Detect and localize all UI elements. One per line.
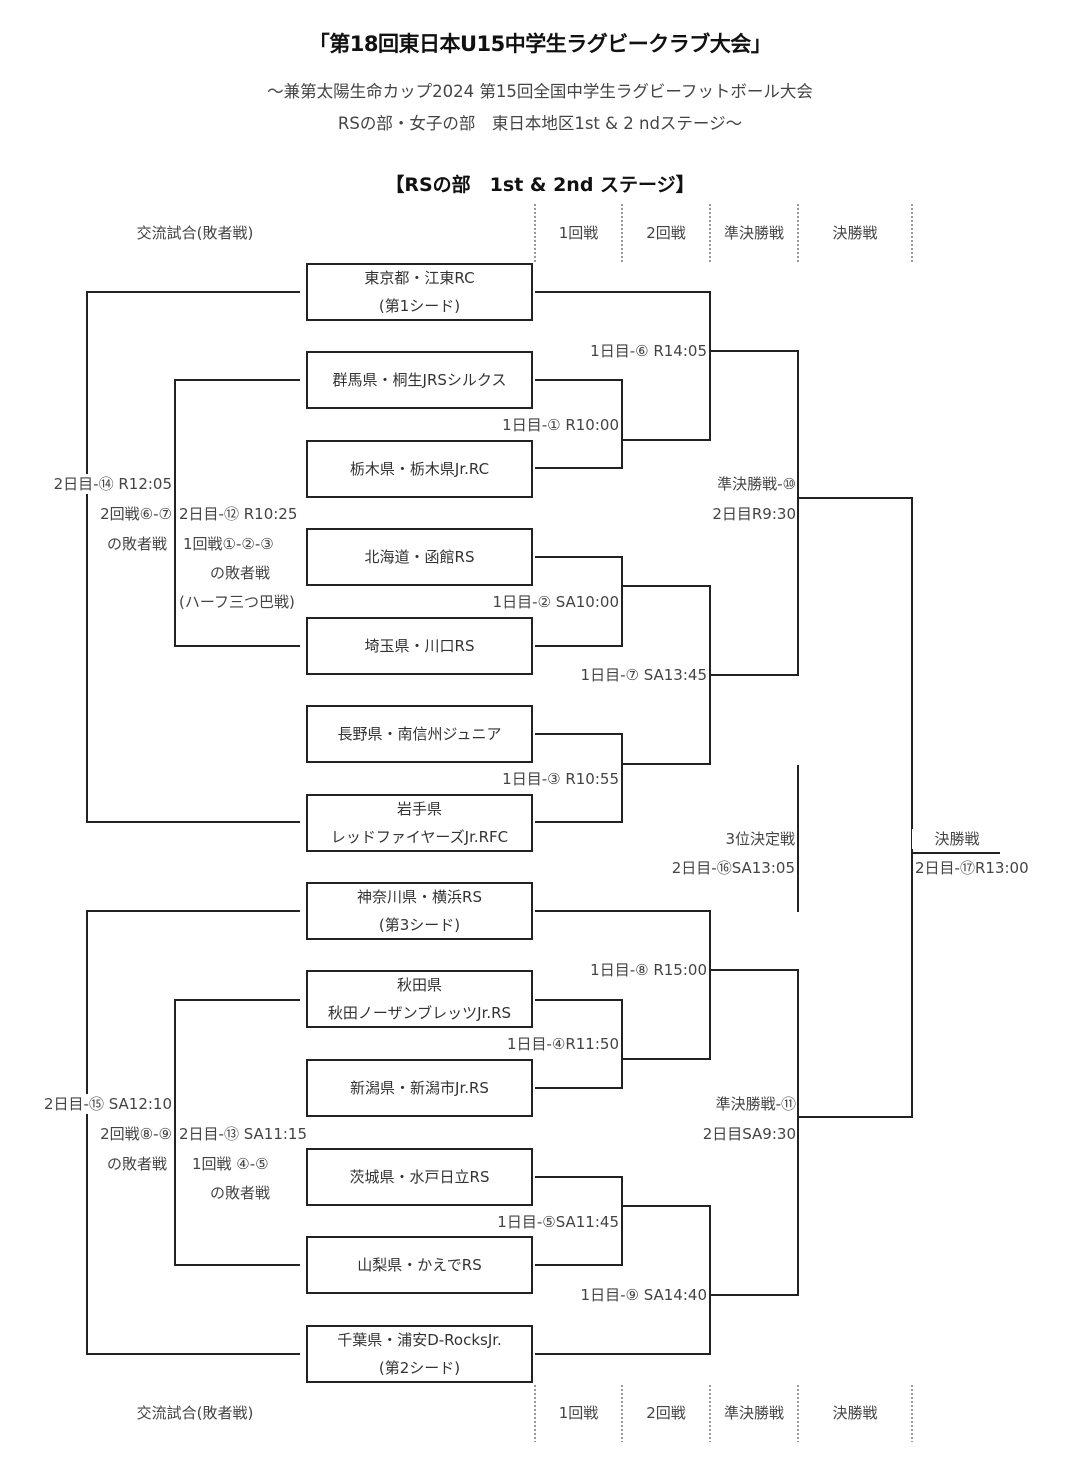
consolation-c14-desc1: 2回戦⑥-⑦ [96, 504, 172, 524]
team-name: 秋田県 [396, 976, 442, 994]
match-label-m1: 1日目-① R10:00 [502, 415, 619, 435]
section-title: 【RSの部 1st & 2nd ステージ】 [385, 174, 695, 196]
team-name: 埼玉県・川口RS [364, 637, 475, 655]
match-label-m9: 1日目-⑨ SA14:40 [580, 1285, 707, 1305]
consolation-c14-time: 2日目-⑭ R12:05 [53, 474, 172, 494]
team-box-kanagawa-yokohama: 神奈川県・横浜RS (第3シード) [306, 882, 533, 940]
team-club: レッドファイヤーズJr.RFC [330, 828, 509, 846]
team-name: 神奈川県・横浜RS [357, 888, 482, 906]
team-box-yamanashi-kaede: 山梨県・かえでRS [306, 1236, 533, 1294]
connector-m5 [535, 1176, 623, 1266]
team-box-tokyo-koto: 東京都・江東RC (第1シード) [306, 263, 533, 321]
third-place-time: 2日目-⑯SA13:05 [671, 858, 795, 878]
sf10-name: 準決勝戦-⑩ [717, 474, 796, 494]
header-round2-bottom: 2回戦 [646, 1404, 686, 1422]
consolation-c15 [86, 910, 300, 1355]
consolation-c12-time: 2日目-⑫ R10:25 [179, 504, 298, 524]
header-dividers-top [534, 204, 913, 262]
match-label-m3: 1日目-③ R10:55 [502, 769, 619, 789]
connector-final [798, 497, 913, 1118]
team-name: 長野県・南信州ジュニア [337, 725, 502, 743]
header-final-bottom: 決勝戦 [832, 1404, 878, 1422]
team-box-saitama-kawaguchi: 埼玉県・川口RS [306, 617, 533, 675]
team-name: 千葉県・浦安D-RocksJr. [337, 1331, 502, 1349]
team-box-chiba-urayasu: 千葉県・浦安D-RocksJr. (第2シード) [306, 1325, 533, 1383]
connector-m2 [535, 556, 623, 647]
connector-m9 [535, 1205, 711, 1355]
match-label-m6: 1日目-⑥ R14:05 [590, 341, 707, 361]
connector-m1 [535, 379, 623, 469]
header-round1-bottom: 1回戦 [558, 1404, 599, 1422]
sf10-time: 2日目R9:30 [712, 504, 796, 524]
header-dividers-bottom [534, 1385, 913, 1442]
team-name: 新潟県・新潟市Jr.RS [350, 1079, 489, 1097]
consolation-c13 [174, 999, 300, 1266]
consolation-c15-desc2: の敗者戦 [100, 1154, 167, 1174]
consolation-c12-desc1: 1回戦①-②-③ [183, 534, 274, 554]
consolation-c13-time: 2日目-⑬ SA11:15 [179, 1124, 308, 1144]
header-final-top: 決勝戦 [832, 224, 878, 242]
subtitle-line-2: RSの部・女子の部 東日本地区1st & 2 ndステージ〜 [337, 114, 743, 133]
match-label-m4: 1日目-④R11:50 [506, 1034, 619, 1054]
team-name: 群馬県・桐生JRSシルクス [332, 371, 507, 389]
team-name: 栃木県・栃木県Jr.RC [349, 460, 490, 478]
team-name: 山梨県・かえでRS [357, 1256, 482, 1274]
team-name: 茨城県・水戸日立RS [349, 1168, 490, 1186]
team-name: 東京都・江東RC [364, 269, 475, 287]
header-round1-top: 1回戦 [558, 224, 599, 242]
match-label-m7: 1日目-⑦ SA13:45 [580, 665, 707, 685]
team-box-niigata: 新潟県・新潟市Jr.RS [306, 1059, 533, 1117]
connector-sf11 [710, 969, 799, 1296]
team-box-nagano-minamishinshu: 長野県・南信州ジュニア [306, 705, 533, 763]
consolation-c12-desc3: (ハーフ三つ巴戦) [179, 592, 295, 612]
final-name: 決勝戦 [912, 829, 1002, 849]
team-box-tochigi: 栃木県・栃木県Jr.RC [306, 440, 533, 498]
team-box-gunma-kiryu: 群馬県・桐生JRSシルクス [306, 351, 533, 409]
team-seed: (第2シード) [378, 1359, 461, 1377]
team-box-hokkaido-hakodate: 北海道・函館RS [306, 528, 533, 586]
team-club: 秋田ノーザンブレッツJr.RS [327, 1004, 512, 1022]
consolation-c15-desc1: 2回戦⑧-⑨ [96, 1124, 172, 1144]
team-name: 北海道・函館RS [364, 548, 475, 566]
final-time: 2日目-⑰R13:00 [915, 858, 1029, 878]
consolation-c14-desc2: の敗者戦 [100, 534, 167, 554]
consolation-c12-desc2: の敗者戦 [179, 563, 301, 583]
connector-m6 [535, 291, 711, 441]
connector-m8 [535, 910, 711, 1060]
match-label-m5: 1日目-⑤SA11:45 [497, 1212, 619, 1232]
header-round2-top: 2回戦 [646, 224, 686, 242]
page-title: 「第18回東日本U15中学生ラグビークラブ大会」 [308, 32, 772, 56]
connector-m4 [535, 999, 623, 1089]
team-box-iwate-redfires: 岩手県 レッドファイヤーズJr.RFC [306, 794, 533, 852]
consolation-c15-time: 2日目-⑮ SA12:10 [43, 1094, 172, 1114]
third-place-name: 3位決定戦 [725, 829, 795, 849]
consolation-c13-desc2: の敗者戦 [179, 1183, 301, 1203]
match-label-m8: 1日目-⑧ R15:00 [590, 960, 707, 980]
header-semifinal-bottom: 準決勝戦 [723, 1404, 784, 1422]
sf11-time: 2日目SA9:30 [702, 1124, 796, 1144]
consolation-c12 [174, 379, 300, 647]
team-name: 岩手県 [396, 800, 442, 818]
connector-m3 [535, 733, 623, 823]
header-consolation-top: 交流試合(敗者戦) [136, 224, 254, 242]
team-box-akita-northern-bullets: 秋田県 秋田ノーザンブレッツJr.RS [306, 970, 533, 1028]
team-box-ibaraki-mito-hitachi: 茨城県・水戸日立RS [306, 1148, 533, 1206]
match-label-m2: 1日目-② SA10:00 [492, 592, 619, 612]
connector-sf10 [710, 350, 799, 676]
header-consolation-bottom: 交流試合(敗者戦) [136, 1404, 254, 1422]
consolation-c14 [86, 291, 300, 823]
header-semifinal-top: 準決勝戦 [723, 224, 784, 242]
team-seed: (第1シード) [378, 297, 461, 315]
sf11-name: 準決勝戦-⑪ [715, 1094, 796, 1114]
subtitle-line-1: 〜兼第太陽生命カップ2024 第15回全国中学生ラグビーフットボール大会 [267, 82, 813, 101]
team-seed: (第3シード) [378, 916, 461, 934]
consolation-c13-desc1: 1回戦 ④-⑤ [192, 1154, 269, 1174]
